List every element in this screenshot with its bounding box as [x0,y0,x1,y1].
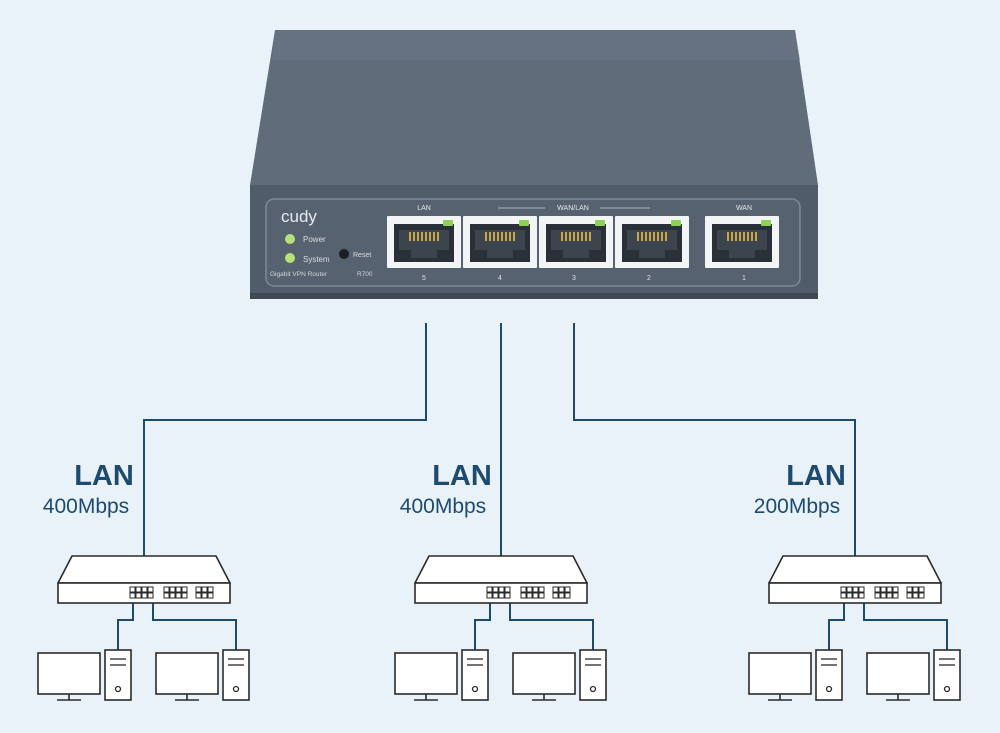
network-switch-icon [768,555,942,604]
connection-lines [143,323,856,556]
port-group-lan-label: LAN [417,205,431,212]
power-led-icon [285,234,295,244]
desktop-monitor-icon [394,652,458,701]
link-line-branch-1 [143,323,427,556]
power-led-label: Power [303,235,326,244]
router-ports: 5 4 3 2 1 [387,216,779,282]
router-brand-logo: cudy [281,207,317,226]
branch-1-speed: 400Mbps [43,495,129,518]
port-number-label: 4 [498,275,502,282]
port-number-label: 5 [422,275,426,282]
desktop-monitor-icon [512,652,576,701]
pc-tower-icon [222,649,250,701]
router-bottom-edge [250,293,818,299]
port-group-wan-label: WAN [736,205,752,212]
branch-devices [37,555,961,701]
branch-3-speed: 200Mbps [754,495,840,518]
ethernet-port-icon [615,216,689,268]
reset-button-icon [339,249,349,259]
router-model-text: Gigabit VPN Router [270,271,328,278]
branch-2-type: LAN [432,460,492,492]
pc-tower-icon [461,649,489,701]
branch-3-type: LAN [786,460,846,492]
ethernet-port-icon [539,216,613,268]
network-switch-icon [414,555,588,604]
desktop-monitor-icon [866,652,930,701]
branch-2-speed: 400Mbps [400,495,486,518]
desktop-monitor-icon [37,652,101,701]
link-line-branch-3 [573,323,856,556]
switch-cable [828,603,845,650]
pc-tower-icon [579,649,607,701]
desktop-monitor-icon [748,652,812,701]
switch-cable [117,603,134,650]
pc-tower-icon [104,649,132,701]
router-model-code: R700 [357,271,373,278]
system-led-icon [285,253,295,263]
system-led-label: System [303,255,330,264]
network-switch-icon [57,555,231,604]
port-group-wanlan-label: WAN/LAN [557,205,589,212]
pc-tower-icon [933,649,961,701]
router-top-surface [250,30,818,185]
ethernet-port-icon [463,216,537,268]
switch-cable [509,603,594,650]
port-number-label: 3 [572,275,576,282]
switch-cable [863,603,948,650]
ethernet-port-icon [705,216,779,268]
reset-label: Reset [353,252,371,259]
ethernet-port-icon [387,216,461,268]
branch-labels: LAN 400Mbps LAN 400Mbps LAN 200Mbps [43,460,846,518]
switch-cable [152,603,237,650]
branch-1-type: LAN [74,460,134,492]
port-number-label: 1 [742,275,746,282]
router-device: cudy Power System Reset Gigabit VPN Rout… [250,30,818,299]
switch-cable [474,603,491,650]
port-number-label: 2 [647,275,651,282]
router-top-highlight [272,30,800,60]
desktop-monitor-icon [155,652,219,701]
pc-tower-icon [815,649,843,701]
